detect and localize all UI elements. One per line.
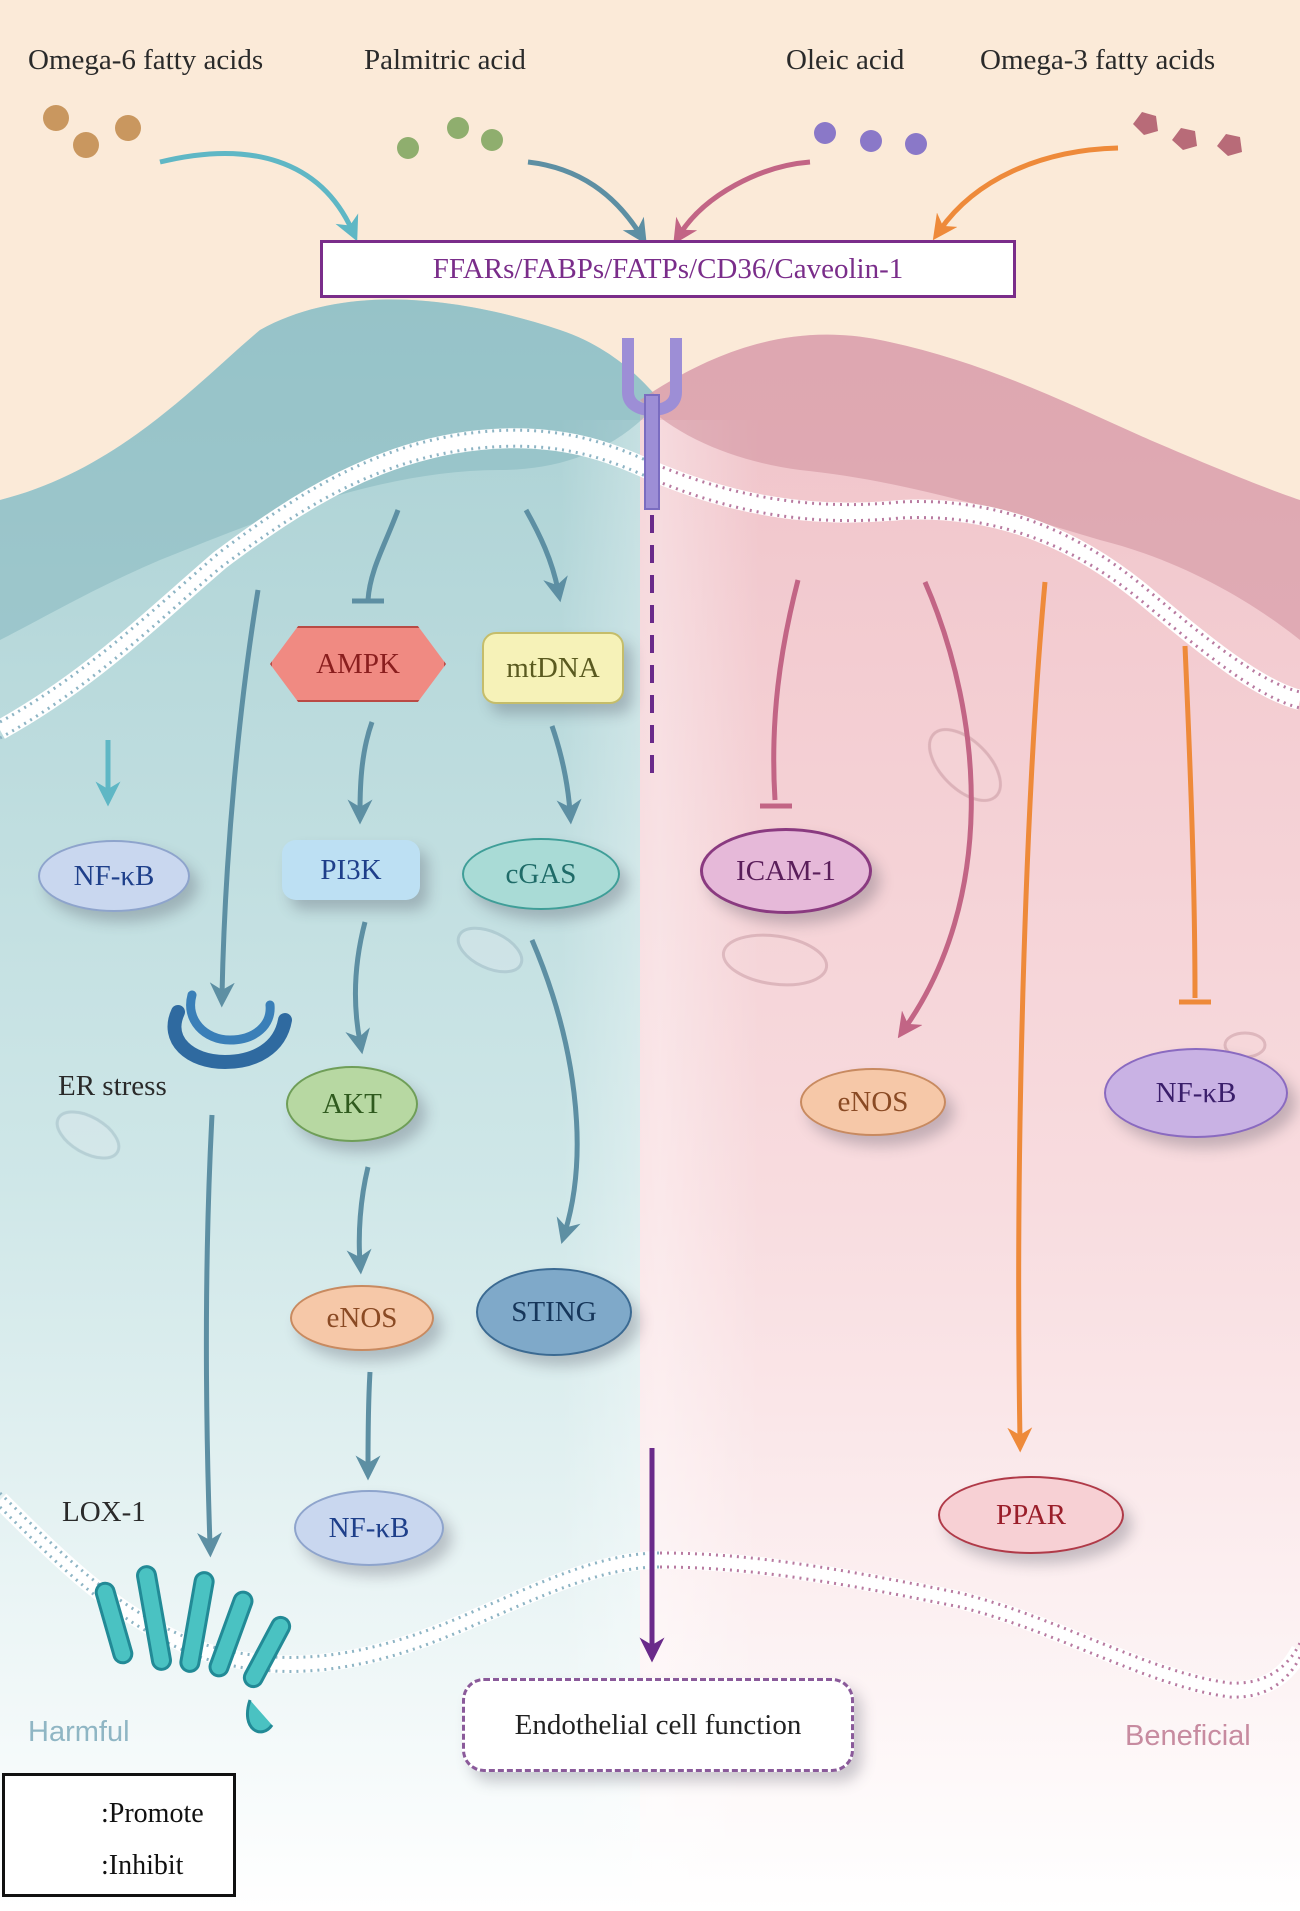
arrow-to-mtdna <box>523 508 568 603</box>
arrow-ampk-to-pi3k <box>347 721 375 825</box>
palmitic-label: Palmitric acid <box>364 44 526 76</box>
beneficial-label: Beneficial <box>1125 1720 1251 1752</box>
palmitic-particles <box>397 117 503 159</box>
enos-right-node: eNOS <box>800 1068 946 1136</box>
omega3-arrow <box>932 145 1119 241</box>
inhibit-ampk-line <box>365 509 401 601</box>
upper-membrane-harmful <box>0 428 655 740</box>
upper-membrane-beneficial <box>646 460 1300 710</box>
cgas-node: cGAS <box>462 838 620 910</box>
inhibit-icam1-line <box>771 579 801 801</box>
akt-node: AKT <box>286 1066 418 1142</box>
beneficial-cell-body <box>640 334 1300 1911</box>
beneficial-cell-surface <box>640 334 1300 640</box>
oleic-particles <box>814 122 927 155</box>
arrow-to-enos-right <box>897 581 974 1039</box>
arrow-cgas-to-sting <box>529 939 581 1244</box>
nfkb-bottom-node: NF-κB <box>294 1490 444 1566</box>
mtdna-node: mtDNA <box>482 632 624 704</box>
omega3-particles <box>1133 112 1242 156</box>
oleic-arrow <box>673 159 811 245</box>
legend-promote-label: :Promote <box>101 1798 204 1829</box>
receptor-box: FFARs/FABPs/FATPs/CD36/Caveolin-1 <box>320 240 1016 298</box>
legend-inhibit-label: :Inhibit <box>101 1850 184 1881</box>
icam1-node: ICAM-1 <box>700 828 872 914</box>
arrow-er-to-lox1 <box>197 1114 223 1558</box>
lower-membrane-harmful <box>0 1491 661 1674</box>
lower-membrane-beneficial <box>659 1551 1300 1700</box>
oleic-label: Oleic acid <box>786 44 905 76</box>
arrow-mtdna-to-cgas <box>549 725 582 825</box>
ampk-node: AMPK <box>270 626 446 702</box>
lox1-label: LOX-1 <box>62 1496 146 1528</box>
ppar-node: PPAR <box>938 1476 1124 1554</box>
inhibit-nfkb-right-line <box>1182 645 1198 999</box>
lox1-receptor-icon <box>94 1565 292 1734</box>
omega6-arrow <box>159 151 359 242</box>
er-stress-label: ER stress <box>58 1070 167 1102</box>
er-stress-icon <box>167 990 292 1070</box>
enos-left-node: eNOS <box>290 1285 434 1351</box>
harmful-label: Harmful <box>28 1716 130 1748</box>
arrow-pi3k-to-akt <box>345 921 370 1055</box>
arrow-to-er-stress <box>209 589 261 1008</box>
nfkb-left-node: NF-κB <box>38 840 190 912</box>
outcome-box: Endothelial cell function <box>462 1678 854 1772</box>
arrow-to-ppar <box>1007 581 1048 1453</box>
omega6-label: Omega-6 fatty acids <box>28 44 264 76</box>
harmful-cell-surface <box>0 299 660 640</box>
arrow-akt-to-enos <box>346 1166 372 1275</box>
mitochondria-decor <box>55 728 1267 1160</box>
omega6-particles <box>43 105 141 158</box>
sting-node: STING <box>476 1268 632 1356</box>
palmitic-arrow <box>527 159 647 245</box>
legend: :Promote :Inhibit <box>2 1773 236 1897</box>
nfkb-right-node: NF-κB <box>1104 1048 1288 1138</box>
pi3k-node: PI3K <box>282 840 420 900</box>
arrow-enos-to-nfkb <box>355 1371 381 1481</box>
receptor-icon <box>622 338 682 510</box>
omega3-label: Omega-3 fatty acids <box>980 44 1216 76</box>
